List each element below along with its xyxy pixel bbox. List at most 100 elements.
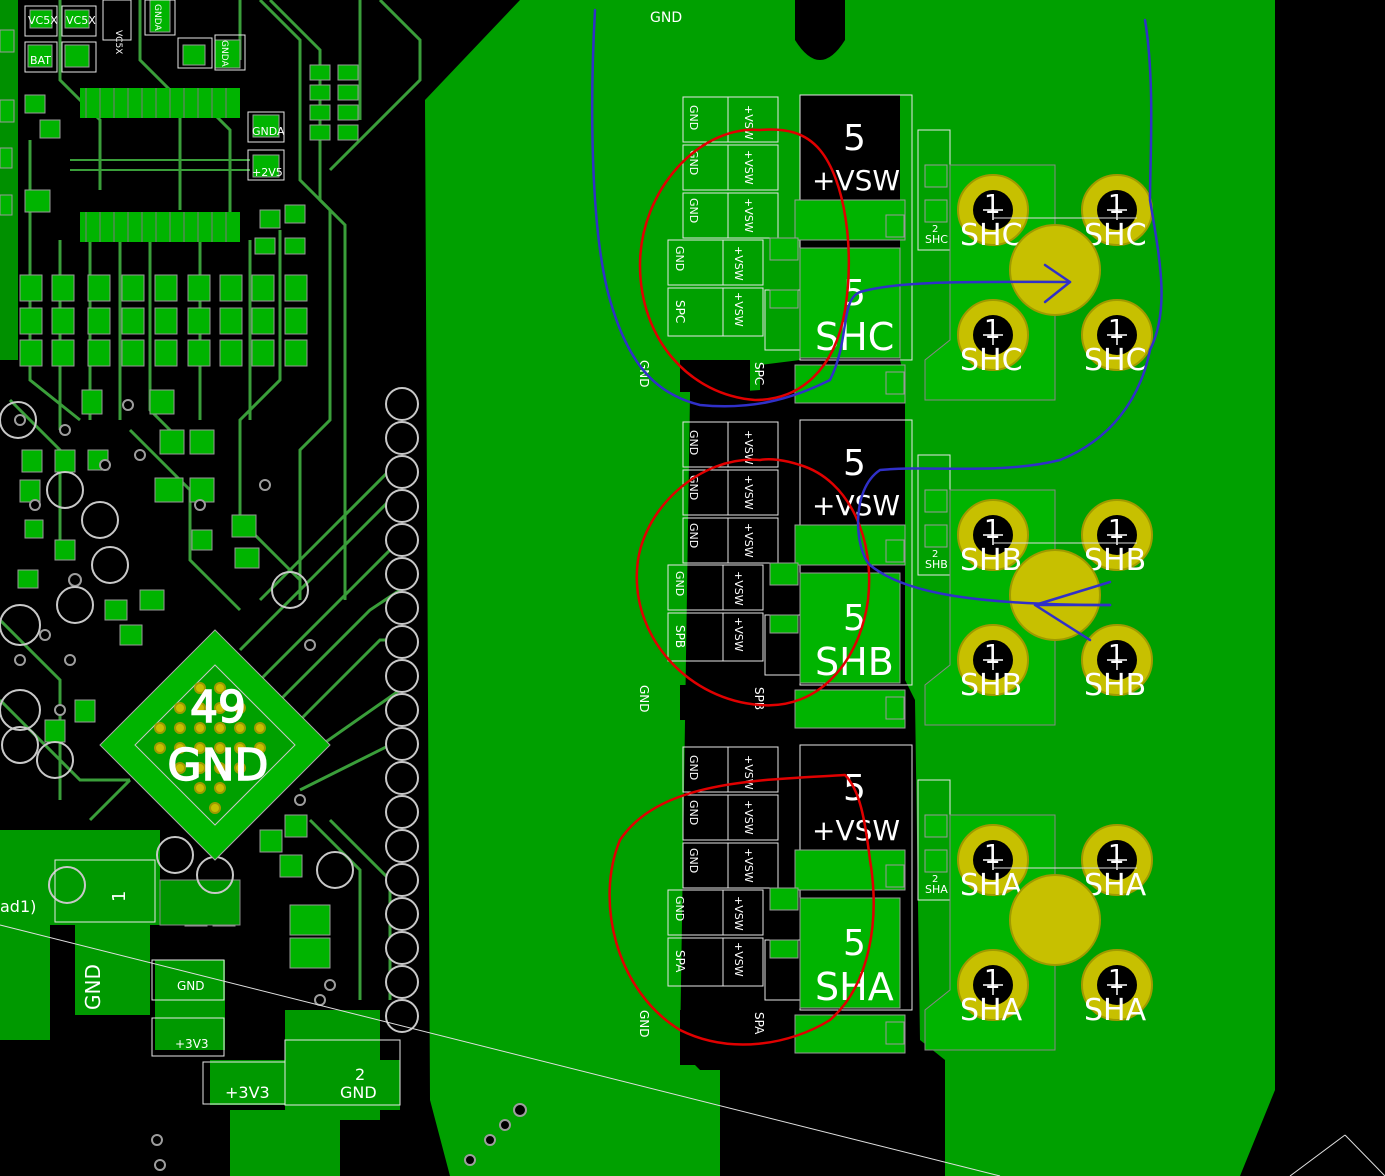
cap-vsw-label: +VSW [732, 617, 745, 652]
center-mounting-pad [1009, 224, 1101, 316]
mcu-pin-count: 49 [190, 682, 246, 733]
3v3-label-b: +3V3 [225, 1083, 270, 1102]
terminal-pin: 1 [984, 515, 1001, 545]
corner-line [1289, 1134, 1346, 1176]
terminal-net: SHB [960, 668, 1022, 703]
channel-pads [680, 814, 948, 1054]
terminal-net: SHB [960, 543, 1022, 578]
terminal-net: SHA [960, 868, 1023, 903]
label-gnda-c: GNDA [252, 125, 285, 138]
cap-vsw-label: +VSW [742, 523, 755, 558]
cap-vsw-label: +VSW [742, 755, 755, 790]
cap-vsw-label: +VSW [742, 848, 755, 883]
cap-net-label: SHC [925, 233, 948, 246]
terminal-pin: 1 [1108, 190, 1125, 220]
bottom-left-silkscreen: ad1) GND GND +3V3 +3V3 GND 1 2 [0, 891, 377, 1102]
gate-net-label-2: SPB [752, 687, 766, 710]
gnd-top-label: GND [650, 10, 682, 26]
label-vc5x-c: VC5X [113, 30, 123, 54]
cap-vsw-label: +VSW [732, 246, 745, 281]
cap-net-label: SHB [925, 558, 948, 571]
gnd-label-c: GND [340, 1083, 377, 1102]
vsw-net-label: +VSW [812, 814, 900, 847]
label-gnda-a: GNDA [152, 4, 162, 31]
cap-vsw-label: +VSW [742, 800, 755, 835]
cap-pin-label: 2 [932, 224, 938, 235]
terminal-net: SHB [1084, 668, 1146, 703]
terminal-pin: 1 [1108, 515, 1125, 545]
blue-arrow-head-1 [1043, 263, 1072, 304]
gate-net-label: SPC [673, 300, 687, 323]
terminal-pin: 1 [1108, 315, 1125, 345]
cap-gnd-label: GND [673, 246, 686, 271]
cap-net-label: SHA [925, 883, 948, 896]
terminal-pin: 1 [984, 190, 1001, 220]
blue-loop-2 [856, 18, 1163, 607]
cap-gnd-label: GND [687, 755, 700, 780]
cap-gnd-label: GND [687, 848, 700, 873]
3v3-label-a: +3V3 [175, 1037, 209, 1051]
vsw-net-label: +VSW [812, 164, 900, 197]
gnd-side-label: GND [637, 685, 651, 713]
cap-pin-label: 2 [932, 874, 938, 885]
cap-outlines [667, 94, 951, 361]
terminal-pin: 1 [1108, 965, 1125, 995]
channel-b[interactable]: 1SHB1SHB1SHB1SHB5+VSW5SHBSPBSPBGNDSHB2GN… [637, 419, 1153, 729]
cap-vsw-label: +VSW [732, 571, 745, 606]
cap-gnd-label: GND [673, 571, 686, 596]
sw-pin-number: 5 [843, 598, 866, 639]
terminal-pin: 1 [984, 840, 1001, 870]
channel-a[interactable]: 1SHA1SHA1SHA1SHA5+VSW5SHASPASPAGNDSHA2GN… [637, 744, 1153, 1054]
left-digital-area [0, 0, 527, 1176]
label-bat: BAT [30, 54, 51, 67]
terminal-net: SHC [960, 218, 1023, 253]
gnd-label-b: GND [177, 979, 205, 993]
terminal-net: SHA [1084, 993, 1147, 1028]
center-mounting-pad [1009, 874, 1101, 966]
cap-gnd-label: GND [673, 896, 686, 921]
pad1-label: ad1) [0, 897, 36, 916]
ratsnest-line [0, 924, 1001, 1176]
cap-vsw-label: +VSW [742, 475, 755, 510]
terminal-pin: 1 [1108, 640, 1125, 670]
mcu-chip[interactable]: 49 GND [99, 629, 331, 861]
gate-net-label-2: SPC [752, 362, 766, 385]
cap-vsw-label: +VSW [742, 150, 755, 185]
two-label: 2 [355, 1065, 365, 1084]
top-left-outlines [24, 0, 285, 181]
terminal-net: SHC [960, 343, 1023, 378]
annotation-layer [590, 8, 1163, 1046]
one-label: 1 [109, 891, 130, 902]
cap-vsw-label: +VSW [742, 198, 755, 233]
sw-net-label: SHC [815, 315, 894, 359]
cap-vsw-label: +VSW [732, 292, 745, 327]
gnd-label-a: GND [81, 964, 105, 1010]
cap-gnd-label: GND [687, 800, 700, 825]
terminal-net: SHA [960, 993, 1023, 1028]
top-left-silkscreen: VC5X VC5X BAT VC5X GNDA GNDA GNDA +2V5 [28, 4, 285, 179]
cap-gnd-label: GND [687, 198, 700, 223]
gnd-side-label: GND [637, 1010, 651, 1038]
vsw-pin-number: 5 [843, 443, 866, 484]
terminal-pin: 1 [1108, 840, 1125, 870]
terminal-net: SHC [1084, 343, 1147, 378]
vsw-pin-number: 5 [843, 118, 866, 159]
terminal-pin: 1 [984, 965, 1001, 995]
label-vc5x-b: VC5X [66, 14, 96, 27]
cap-vsw-label: +VSW [742, 430, 755, 465]
